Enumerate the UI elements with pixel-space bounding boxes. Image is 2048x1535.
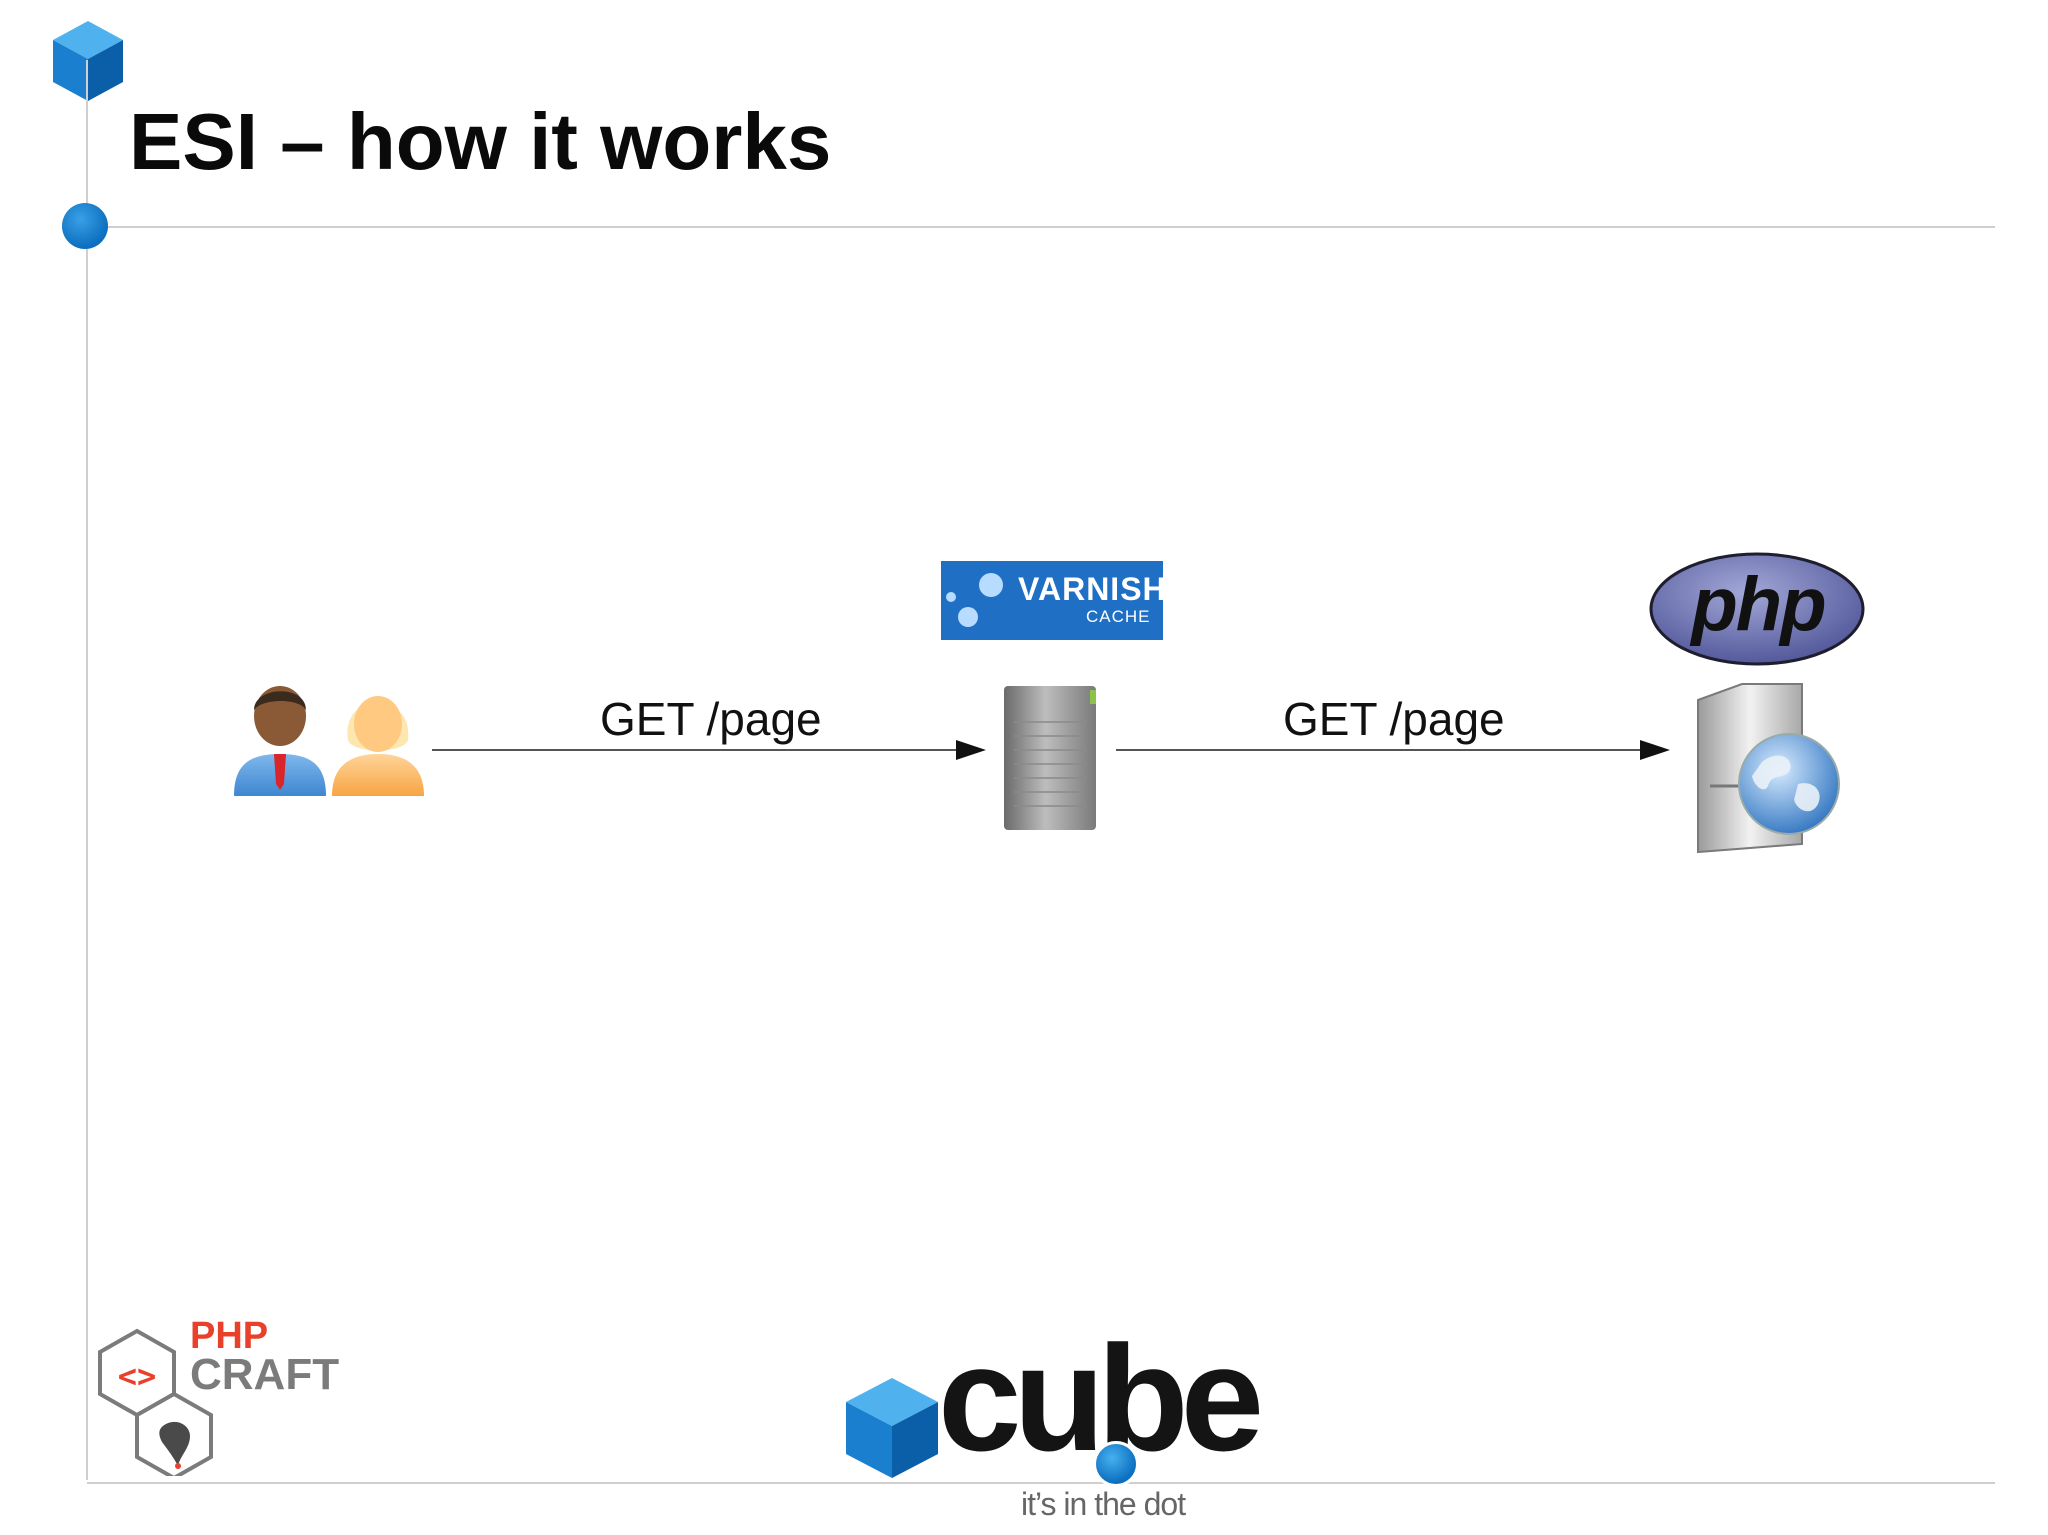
php-logo: php — [1648, 551, 1866, 667]
varnish-cache-logo: VARNISH CACHE — [941, 561, 1166, 640]
varnish-logo-sub: CACHE — [1086, 607, 1151, 626]
blue-dot-icon — [62, 203, 108, 249]
cube-dot-icon — [1093, 1441, 1139, 1487]
varnish-logo-name: VARNISH — [1018, 571, 1167, 607]
server-icon — [1004, 686, 1096, 830]
cube-icon — [846, 1378, 938, 1478]
cube-logo-icon — [53, 21, 123, 101]
web-server-globe-icon — [1697, 683, 1840, 854]
phpcraft-php-text: PHP — [190, 1315, 269, 1357]
cube-tagline: it’s in the dot — [1021, 1486, 1186, 1522]
phpcraft-craft-text: CRAFT — [190, 1350, 340, 1399]
php-ellipse-icon — [1649, 552, 1865, 666]
arrow-users-to-varnish — [432, 740, 986, 760]
slide-title: ESI – how it works — [129, 97, 832, 186]
edge-label-varnish-to-php: GET /page — [1283, 693, 1505, 745]
phpcraft-hexagons-icon: <> — [98, 1328, 213, 1476]
users-icon — [234, 686, 424, 796]
left-rule — [86, 60, 88, 1480]
php-logo-text: php — [1691, 562, 1826, 647]
footer-rule — [87, 1482, 1995, 1484]
edge-label-users-to-varnish: GET /page — [600, 693, 822, 745]
arrow-varnish-to-php — [1116, 740, 1670, 760]
bubbles-icon — [946, 573, 1003, 627]
title-rule — [87, 226, 1995, 228]
svg-text:<>: <> — [118, 1357, 157, 1395]
